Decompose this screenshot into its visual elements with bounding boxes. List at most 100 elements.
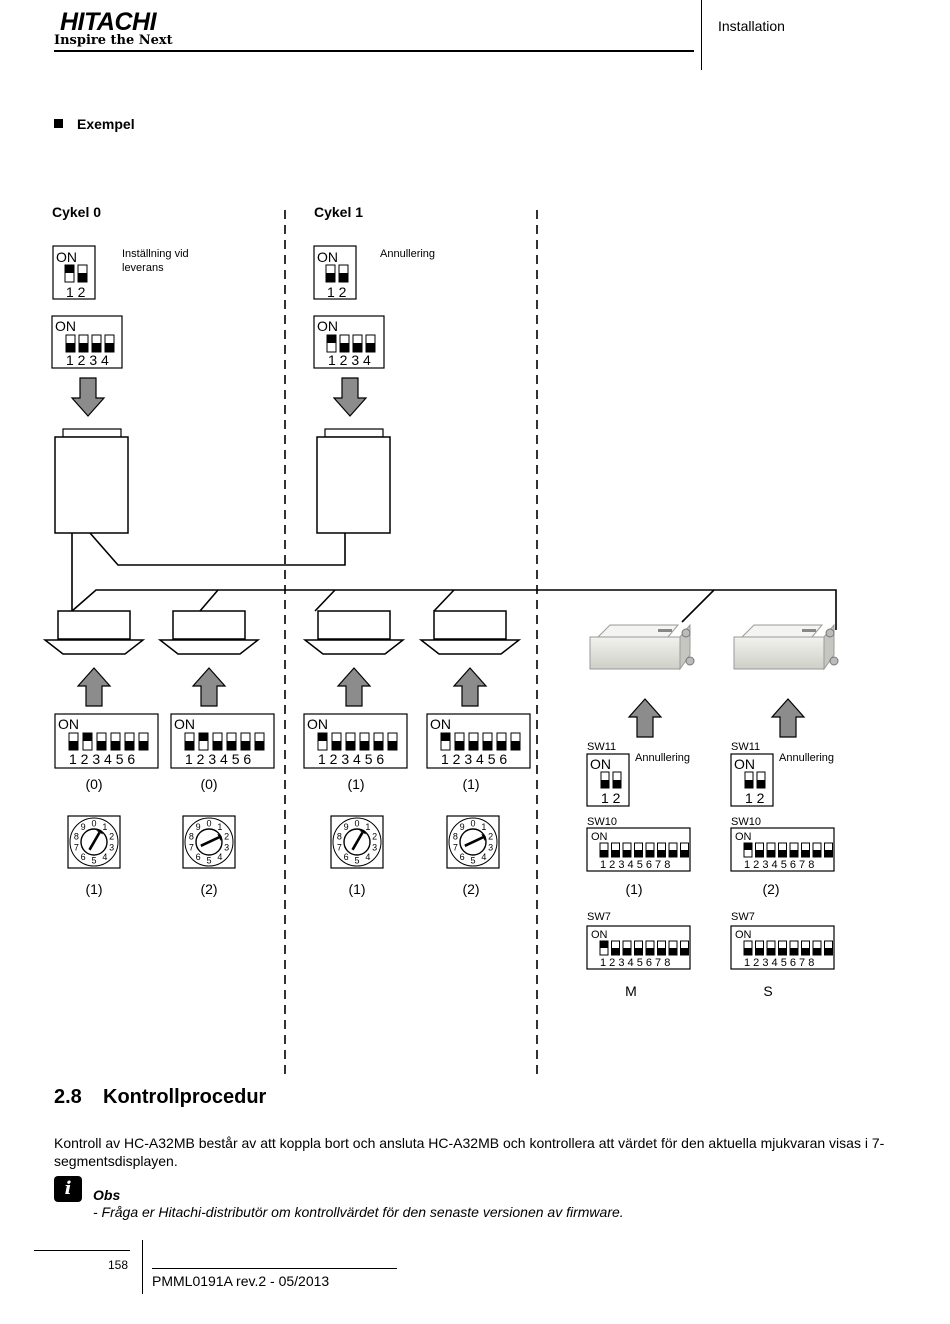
- rotary-value: (1): [85, 881, 102, 897]
- dip-switch-2: ON 1 2: [52, 245, 96, 300]
- svg-text:4: 4: [217, 852, 222, 862]
- svg-text:3: 3: [488, 843, 493, 853]
- svg-text:2: 2: [488, 831, 493, 841]
- dip-switch-4: ON 1 2 3 4: [51, 315, 123, 369]
- section-title: Kontrollprocedur: [103, 1086, 267, 1108]
- cancel-label: Annullering: [380, 248, 435, 260]
- dip-value: (1): [347, 776, 364, 792]
- svg-text:5: 5: [91, 856, 96, 866]
- footer-rule: [34, 1250, 130, 1251]
- svg-text:1 2: 1 2: [745, 790, 765, 806]
- svg-text:6: 6: [196, 852, 201, 862]
- svg-text:ON: ON: [58, 716, 79, 732]
- svg-text:1 2 3 4: 1 2 3 4: [328, 352, 371, 368]
- svg-text:1: 1: [481, 822, 486, 832]
- outdoor-unit: [54, 428, 129, 534]
- svg-text:4: 4: [481, 852, 486, 862]
- svg-text:1 2 3 4 5 6 7 8: 1 2 3 4 5 6 7 8: [600, 859, 670, 871]
- brand-tagline: Inspire the Next: [54, 33, 173, 48]
- remote-value: (1): [625, 881, 642, 897]
- svg-text:ON: ON: [317, 249, 338, 265]
- svg-text:0: 0: [354, 819, 359, 829]
- document-reference: PMML0191A rev.2 - 05/2013: [152, 1273, 330, 1289]
- svg-text:1 2 3 4 5 6 7 8: 1 2 3 4 5 6 7 8: [744, 859, 814, 871]
- svg-text:1 2 3 4: 1 2 3 4: [66, 352, 109, 368]
- indoor-unit: [418, 610, 522, 655]
- dip-switch-6: ON 1 2 3 4 5 6: [303, 713, 408, 769]
- outdoor-unit: [316, 428, 391, 534]
- dip-switch-6: ON 1 2 3 4 5 6: [426, 713, 531, 769]
- header-section-title: Installation: [718, 18, 785, 34]
- down-arrow-icon: [332, 377, 368, 417]
- dip-switch-2: ON 1 2: [313, 245, 357, 300]
- cancel-label: Annullering: [779, 752, 834, 764]
- svg-text:3: 3: [109, 843, 114, 853]
- rotary-value: (2): [462, 881, 479, 897]
- note-title: Obs: [93, 1187, 121, 1203]
- up-arrow-icon: [76, 667, 112, 707]
- svg-text:1 2 3 4 5 6: 1 2 3 4 5 6: [185, 751, 251, 767]
- svg-text:1: 1: [365, 822, 370, 832]
- gateway-module: [589, 623, 695, 671]
- svg-text:ON: ON: [735, 831, 752, 843]
- brand-logo: HITACHI: [60, 8, 157, 36]
- svg-text:0: 0: [206, 819, 211, 829]
- svg-text:1: 1: [102, 822, 107, 832]
- dip-switch-sw7: ON1 2 3 4 5 6 7 8: [730, 925, 835, 970]
- svg-text:ON: ON: [430, 716, 451, 732]
- svg-text:1 2: 1 2: [601, 790, 621, 806]
- up-arrow-icon: [452, 667, 488, 707]
- svg-text:5: 5: [354, 856, 359, 866]
- remote-value: (2): [762, 881, 779, 897]
- dip-switch-sw10: ON 1 2 3 4 5 6 7 8: [730, 827, 835, 872]
- dip-value: (1): [462, 776, 479, 792]
- dip-value: (0): [200, 776, 217, 792]
- footer-divider: [142, 1240, 143, 1294]
- svg-text:3: 3: [372, 843, 377, 853]
- svg-text:9: 9: [344, 822, 349, 832]
- indoor-unit: [42, 610, 146, 655]
- sw7-label: SW7: [731, 911, 755, 923]
- indoor-unit: [302, 610, 406, 655]
- cycle1-label: Cykel 1: [314, 204, 363, 220]
- svg-text:0: 0: [470, 819, 475, 829]
- svg-text:4: 4: [365, 852, 370, 862]
- svg-text:9: 9: [460, 822, 465, 832]
- svg-text:1 2: 1 2: [66, 284, 86, 300]
- header-rule: [54, 50, 694, 52]
- master-label: M: [625, 983, 637, 999]
- svg-text:ON: ON: [317, 318, 338, 334]
- svg-text:ON: ON: [734, 756, 755, 772]
- dip-switch-6: ON 1 2 3 4 5 6: [170, 713, 275, 769]
- svg-text:1 2 3 4 5 6 7 8: 1 2 3 4 5 6 7 8: [600, 957, 670, 969]
- body-paragraph: Kontroll av HC-A32MB består av att koppl…: [54, 1135, 885, 1169]
- svg-text:1: 1: [217, 822, 222, 832]
- svg-text:1 2 3 4 5 6: 1 2 3 4 5 6: [69, 751, 135, 767]
- svg-text:9: 9: [196, 822, 201, 832]
- svg-text:4: 4: [102, 852, 107, 862]
- up-arrow-icon: [191, 667, 227, 707]
- svg-text:1 2: 1 2: [327, 284, 347, 300]
- svg-text:8: 8: [189, 831, 194, 841]
- svg-text:1 2 3 4 5 6 7 8: 1 2 3 4 5 6 7 8: [744, 957, 814, 969]
- dip-switch-sw10: ON1 2 3 4 5 6 7 8: [586, 827, 691, 872]
- svg-text:2: 2: [224, 831, 229, 841]
- gateway-module: [733, 623, 839, 671]
- sw11-label: SW11: [731, 741, 760, 753]
- svg-text:6: 6: [81, 852, 86, 862]
- dip-switch-4: ON 1 2 3 4: [313, 315, 385, 369]
- svg-text:8: 8: [74, 831, 79, 841]
- svg-text:3: 3: [224, 843, 229, 853]
- section-number: 2.8: [54, 1086, 82, 1108]
- info-icon: i: [54, 1176, 82, 1202]
- example-heading: Exempel: [77, 116, 135, 132]
- svg-text:7: 7: [189, 843, 194, 853]
- svg-text:ON: ON: [591, 929, 608, 941]
- svg-text:0: 0: [91, 819, 96, 829]
- up-arrow-icon: [627, 698, 663, 738]
- dip-switch-sw11: ON 1 2: [586, 753, 630, 807]
- cancel-label: Annullering: [635, 752, 690, 764]
- svg-text:5: 5: [470, 856, 475, 866]
